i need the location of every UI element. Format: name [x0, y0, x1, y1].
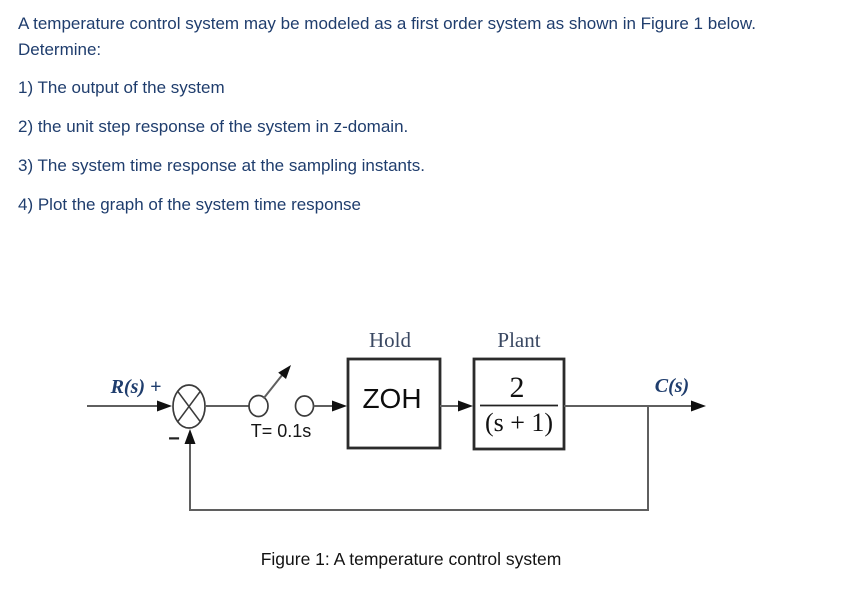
zoh-to-plant-arrow	[440, 400, 473, 412]
feedback-path	[184, 406, 649, 511]
intro-line-1: A temperature control system may be mode…	[18, 14, 756, 33]
plant-block: 2 (s + 1)	[472, 357, 566, 451]
sampler-switch	[248, 365, 315, 418]
figure-caption: Figure 1: A temperature control system	[260, 549, 562, 569]
output-signal-label: C(s)	[655, 375, 689, 397]
plant-title: Plant	[497, 328, 540, 352]
input-arrow	[87, 400, 172, 412]
sampler-to-zoh-arrow	[313, 400, 347, 412]
problem-item-1: 1) The output of the system	[18, 78, 225, 97]
plant-denominator: (s + 1)	[485, 408, 553, 437]
output-arrow	[564, 400, 706, 412]
problem-item-2: 2) the unit step response of the system …	[18, 117, 409, 136]
zoh-block: ZOH	[346, 357, 442, 450]
minus-sign-label: −	[168, 428, 180, 450]
plant-numerator: 2	[510, 371, 525, 404]
problem-item-4: 4) Plot the graph of the system time res…	[18, 195, 362, 214]
zoh-label: ZOH	[362, 383, 421, 414]
intro-line-2: Determine:	[18, 40, 102, 59]
problem-item-3: 3) The system time response at the sampl…	[18, 156, 425, 175]
input-signal-label: R(s) +	[110, 376, 162, 398]
sampling-period-label: T= 0.1s	[251, 421, 312, 441]
summing-junction	[172, 384, 206, 429]
hold-title: Hold	[369, 328, 412, 352]
